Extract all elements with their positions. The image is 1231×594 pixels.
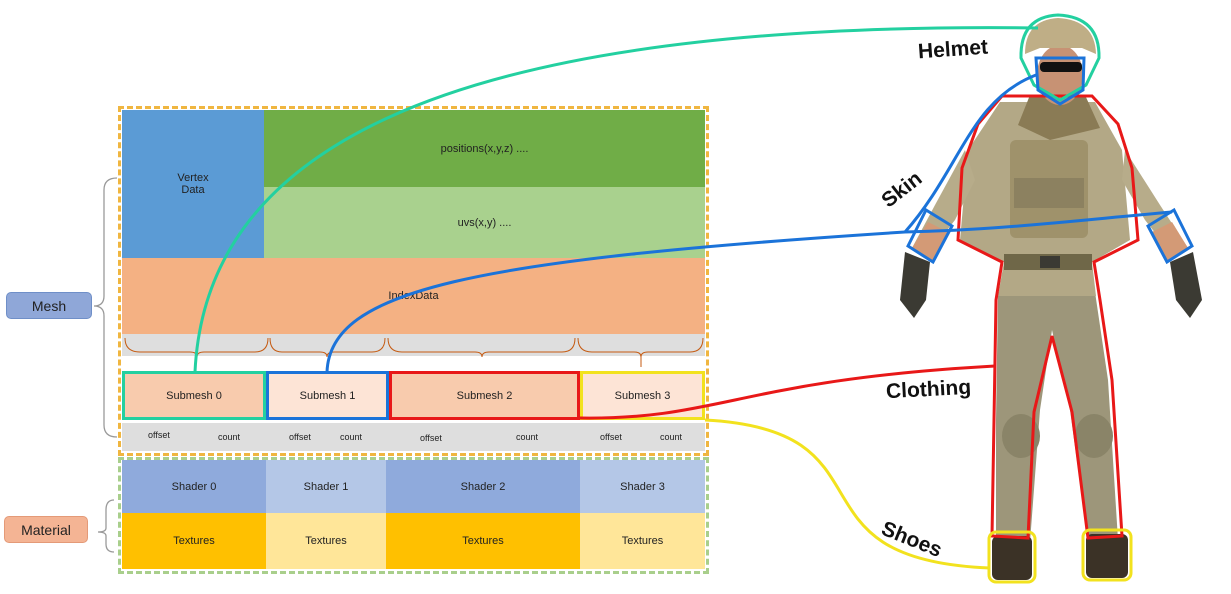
right-boot-outline xyxy=(1081,528,1133,582)
submesh-2-brace xyxy=(387,337,576,358)
submesh-3: Submesh 3 xyxy=(580,371,705,420)
material-brace xyxy=(97,499,115,553)
textures-3: Textures xyxy=(580,513,705,569)
clothing-label: Clothing xyxy=(885,375,972,404)
clothing-connector xyxy=(579,364,996,420)
shader-2: Shader 2 xyxy=(386,460,580,513)
textures-0-label: Textures xyxy=(173,535,215,547)
positions-cell: positions(x,y,z) .... xyxy=(264,110,705,187)
submesh-1-label: Submesh 1 xyxy=(299,389,356,402)
skin-connector-face xyxy=(903,73,1037,233)
uvs-cell: uvs(x,y) .... xyxy=(264,187,705,258)
shader-0: Shader 0 xyxy=(122,460,266,513)
soldier-legs xyxy=(996,292,1118,542)
material-container xyxy=(118,457,709,574)
shader-2-label: Shader 2 xyxy=(460,480,506,493)
submesh-0-count: count xyxy=(218,432,241,442)
shader-3-label: Shader 3 xyxy=(620,480,665,493)
submesh-1-brace xyxy=(269,337,386,358)
submesh-3-count: count xyxy=(660,432,683,442)
helmet-connector xyxy=(193,26,1039,373)
submesh-3-label: Submesh 3 xyxy=(614,389,671,402)
submesh-0-offset: offset xyxy=(148,430,170,440)
submesh-1-count: count xyxy=(340,432,363,442)
shader-0-label: Shader 0 xyxy=(171,480,217,493)
submesh-0-label: Submesh 0 xyxy=(166,389,222,402)
submesh-2-count: count xyxy=(516,432,539,442)
vertex-label-line1: Vertex xyxy=(177,172,209,184)
submesh-2-offset: offset xyxy=(420,433,442,443)
offset-count-row xyxy=(122,423,705,451)
textures-0: Textures xyxy=(122,513,266,569)
submesh-2-label: Submesh 2 xyxy=(456,389,513,402)
left-forearm-outline xyxy=(906,207,954,265)
submesh-1: Submesh 1 xyxy=(266,371,389,420)
vertex-label-line2: Data xyxy=(181,184,205,196)
face-outline xyxy=(1034,56,1086,106)
textures-1: Textures xyxy=(266,513,386,569)
material-tag: Material xyxy=(4,516,88,543)
submesh-3-brace xyxy=(577,337,704,358)
textures-2: Textures xyxy=(386,513,580,569)
textures-2-label: Textures xyxy=(462,535,504,547)
material-tag-label: Material xyxy=(21,521,71,538)
helmet-outline xyxy=(1019,13,1101,102)
mesh-tag-label: Mesh xyxy=(31,297,67,314)
soldier-helmet xyxy=(1025,18,1096,54)
mesh-tag: Mesh xyxy=(6,292,92,319)
skin-connector-arm xyxy=(904,210,1173,234)
uvs-label: uvs(x,y) .... xyxy=(457,216,512,229)
submesh-3-offset: offset xyxy=(600,432,622,442)
textures-3-label: Textures xyxy=(621,535,664,547)
clothing-outline xyxy=(956,94,1140,540)
mesh-brace xyxy=(93,177,118,438)
submesh-0: Submesh 0 xyxy=(122,371,266,420)
textures-1-label: Textures xyxy=(305,535,347,547)
helmet-label: Helmet xyxy=(917,35,989,64)
shader-3: Shader 3 xyxy=(580,460,705,513)
shader-1-label: Shader 1 xyxy=(303,480,349,493)
shader-1: Shader 1 xyxy=(266,460,386,513)
left-boot-outline xyxy=(987,530,1037,584)
skin-connector xyxy=(325,230,906,373)
submesh-2: Submesh 2 xyxy=(389,371,580,420)
submesh-1-offset: offset xyxy=(289,432,311,442)
positions-label: positions(x,y,z) .... xyxy=(440,142,529,155)
soldier-figure xyxy=(900,18,1202,580)
right-forearm-outline xyxy=(1146,207,1194,265)
shoes-connector xyxy=(704,418,991,570)
